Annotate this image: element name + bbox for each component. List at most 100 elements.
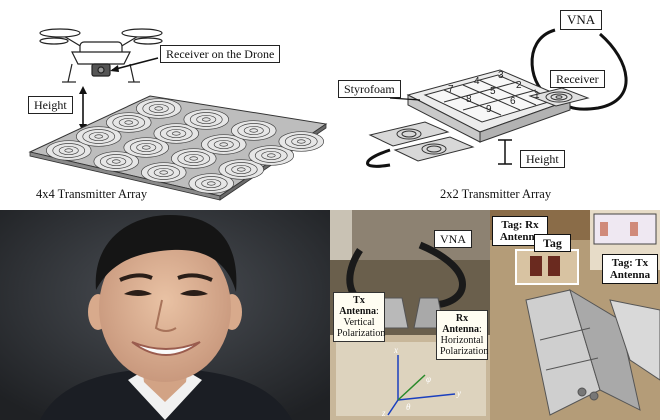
coil-ring xyxy=(236,167,246,172)
coil-ring xyxy=(64,148,74,153)
coil-ring xyxy=(207,137,241,152)
portrait-photo xyxy=(0,210,330,420)
coil-ring xyxy=(159,170,169,175)
coil-ring xyxy=(194,176,228,191)
axis-theta-label: θ xyxy=(406,402,411,412)
cell-number: 6 xyxy=(510,96,516,107)
tag-highlight-box xyxy=(515,249,579,285)
coordinate-axes xyxy=(387,355,456,416)
coil-ring xyxy=(129,140,163,155)
cell-number: 7 xyxy=(448,84,454,95)
tag-tx-antenna-label: Tag: Tx Antenna xyxy=(602,254,658,284)
cell-number: 4 xyxy=(474,76,480,87)
height-marker xyxy=(498,139,512,165)
axis-x-label: x xyxy=(393,345,398,355)
cell-number: 8 xyxy=(466,94,472,105)
drone-icon xyxy=(39,28,163,83)
cell-number: 5 xyxy=(490,86,496,97)
axis-z-label: z xyxy=(381,408,386,418)
coil-ring xyxy=(196,114,217,125)
coil-ring xyxy=(189,112,223,127)
height-label-2x2: Height xyxy=(520,150,565,168)
coil-ring xyxy=(94,134,104,139)
coil-ring xyxy=(112,115,146,130)
coil-ring xyxy=(52,143,86,158)
drone-4x4-diagram: Receiver on the Drone Height 4x4 Transmi… xyxy=(0,0,330,210)
hair xyxy=(95,215,237,292)
face xyxy=(99,234,231,382)
tx-antenna-title: Tx Antenna xyxy=(339,295,376,317)
vna-photo-label: VNA xyxy=(434,230,472,248)
metal-frame xyxy=(525,288,660,416)
height-label: Height xyxy=(28,96,73,114)
coil-ring xyxy=(148,103,169,114)
coil-ring xyxy=(166,128,187,139)
smile xyxy=(131,341,201,356)
cell-number: 9 xyxy=(486,104,492,115)
coil-ring xyxy=(141,145,151,150)
cell-number: 1 xyxy=(534,90,540,101)
cable-bottom xyxy=(366,148,391,168)
cell-number: 3 xyxy=(498,70,504,81)
receiver-arrow xyxy=(111,57,159,71)
coil-ring xyxy=(206,181,216,186)
coil-ring xyxy=(147,165,181,180)
tag-rx-antenna-text: Tag: Rx Antenna xyxy=(499,219,541,243)
tag-photo-graphic xyxy=(490,210,660,420)
coil-ring xyxy=(82,129,116,144)
axis-y-label: y xyxy=(456,388,461,398)
receiver-on-drone-label: Receiver on the Drone xyxy=(160,45,281,63)
coil-ring xyxy=(284,134,318,149)
tag-antenna-photo: Tag: Rx Antenna Tag Tag: Tx Antenna xyxy=(490,210,660,420)
coil-ring xyxy=(296,139,306,144)
coil-ring xyxy=(183,153,204,164)
coil-ring xyxy=(219,142,229,147)
drone-diagram-graphic xyxy=(28,28,328,201)
array-2x2-graphic: 7 4 3 8 5 2 9 6 1 xyxy=(366,28,628,168)
styrofoam-label: Styrofoam xyxy=(338,80,401,98)
coil-ring xyxy=(153,167,174,178)
axis-phi-label: φ xyxy=(426,374,431,384)
caption-4x4: 4x4 Transmitter Array xyxy=(36,187,148,201)
styrofoam-board xyxy=(406,69,572,143)
coil-ring xyxy=(171,131,181,136)
coil-ring xyxy=(88,131,109,142)
portrait-graphic xyxy=(0,210,330,420)
tx-antenna-label: Tx Antenna: Vertical Polarization xyxy=(333,292,385,342)
caption-2x2: 2x2 Transmitter Array xyxy=(440,187,552,201)
vna-label: VNA xyxy=(560,10,603,30)
rx-antenna-label: Rx Antenna: Horizontal Polarization xyxy=(436,310,488,360)
vna-antenna-photo: x y z φ θ VNA Tx Antenna: Vertical Polar… xyxy=(330,210,490,420)
coil-ring xyxy=(136,142,157,153)
tag-label: Tag xyxy=(534,234,571,252)
coil-ring xyxy=(111,159,121,164)
coil-ring xyxy=(266,153,276,158)
array-coils xyxy=(45,98,325,194)
transmitter-plates-2x2 xyxy=(368,121,475,162)
receiver-label: Receiver xyxy=(550,70,605,88)
cable-rx xyxy=(418,241,466,309)
coil-ring xyxy=(154,106,164,111)
coil-ring xyxy=(189,156,199,161)
receiver-coil xyxy=(528,87,590,107)
tx-antenna-desc: : Vertical Polarization xyxy=(337,306,386,339)
coil-ring xyxy=(142,101,176,116)
cell-numbers: 7 4 3 8 5 2 9 6 1 xyxy=(448,70,540,115)
coil-ring xyxy=(124,120,134,125)
coil-ring xyxy=(106,156,127,167)
coil-ring xyxy=(213,139,234,150)
cell-number: 2 xyxy=(516,80,522,91)
coil-ring xyxy=(254,148,288,163)
coil-ring xyxy=(159,126,193,141)
coil-ring xyxy=(224,162,258,177)
tag-rx-antenna-label: Tag: Rx Antenna xyxy=(492,216,548,246)
coil-ring xyxy=(99,154,133,169)
rx-antenna-title: Rx Antenna xyxy=(442,313,479,335)
coil-ring xyxy=(291,136,312,147)
coil-ring xyxy=(231,164,252,175)
coil-ring xyxy=(237,123,271,138)
styrofoam-pointer xyxy=(389,97,421,101)
coil-ring xyxy=(201,117,211,122)
coil-ring xyxy=(261,150,282,161)
